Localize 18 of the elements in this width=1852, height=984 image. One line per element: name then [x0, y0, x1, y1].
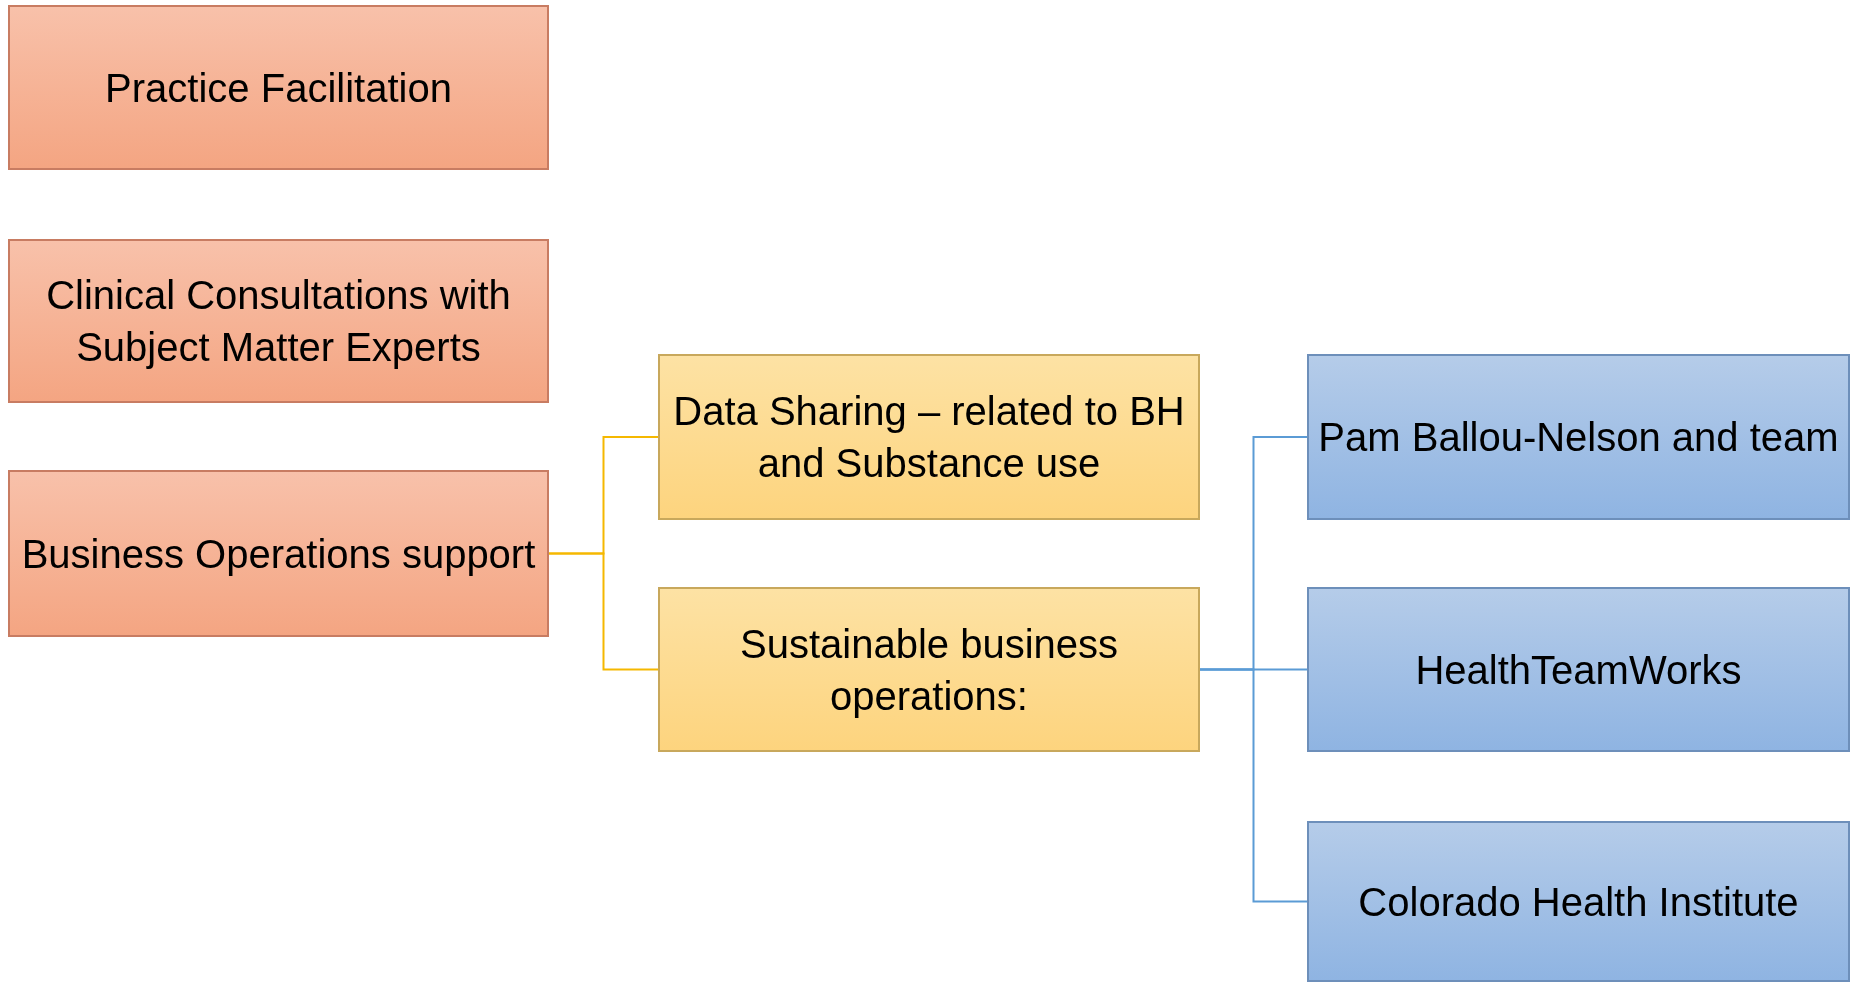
- connector-line: [548, 552, 659, 671]
- process-box: [8, 5, 549, 170]
- process-box: [1307, 821, 1850, 982]
- box-label: Data Sharing – related to BH and Substance use: [672, 388, 1186, 487]
- process-box: [658, 587, 1200, 752]
- box-label: Clinical Consultations with Subject Matter Experts: [45, 272, 512, 371]
- connector-line: [1199, 668, 1308, 903]
- process-box: [8, 239, 549, 403]
- box-label: Sustainable business operations:: [739, 620, 1119, 720]
- process-box: [1307, 587, 1850, 752]
- box-label: HealthTeamWorks: [1415, 646, 1742, 694]
- box-label: Colorado Health Institute: [1358, 878, 1799, 926]
- box-label: Pam Ballou-Nelson and team: [1318, 414, 1839, 461]
- process-box: [658, 354, 1200, 520]
- process-box: [1307, 354, 1850, 520]
- box-label: Business Operations support: [21, 530, 536, 578]
- box-label: Practice Facilitation: [105, 64, 452, 112]
- process-box: [8, 470, 549, 637]
